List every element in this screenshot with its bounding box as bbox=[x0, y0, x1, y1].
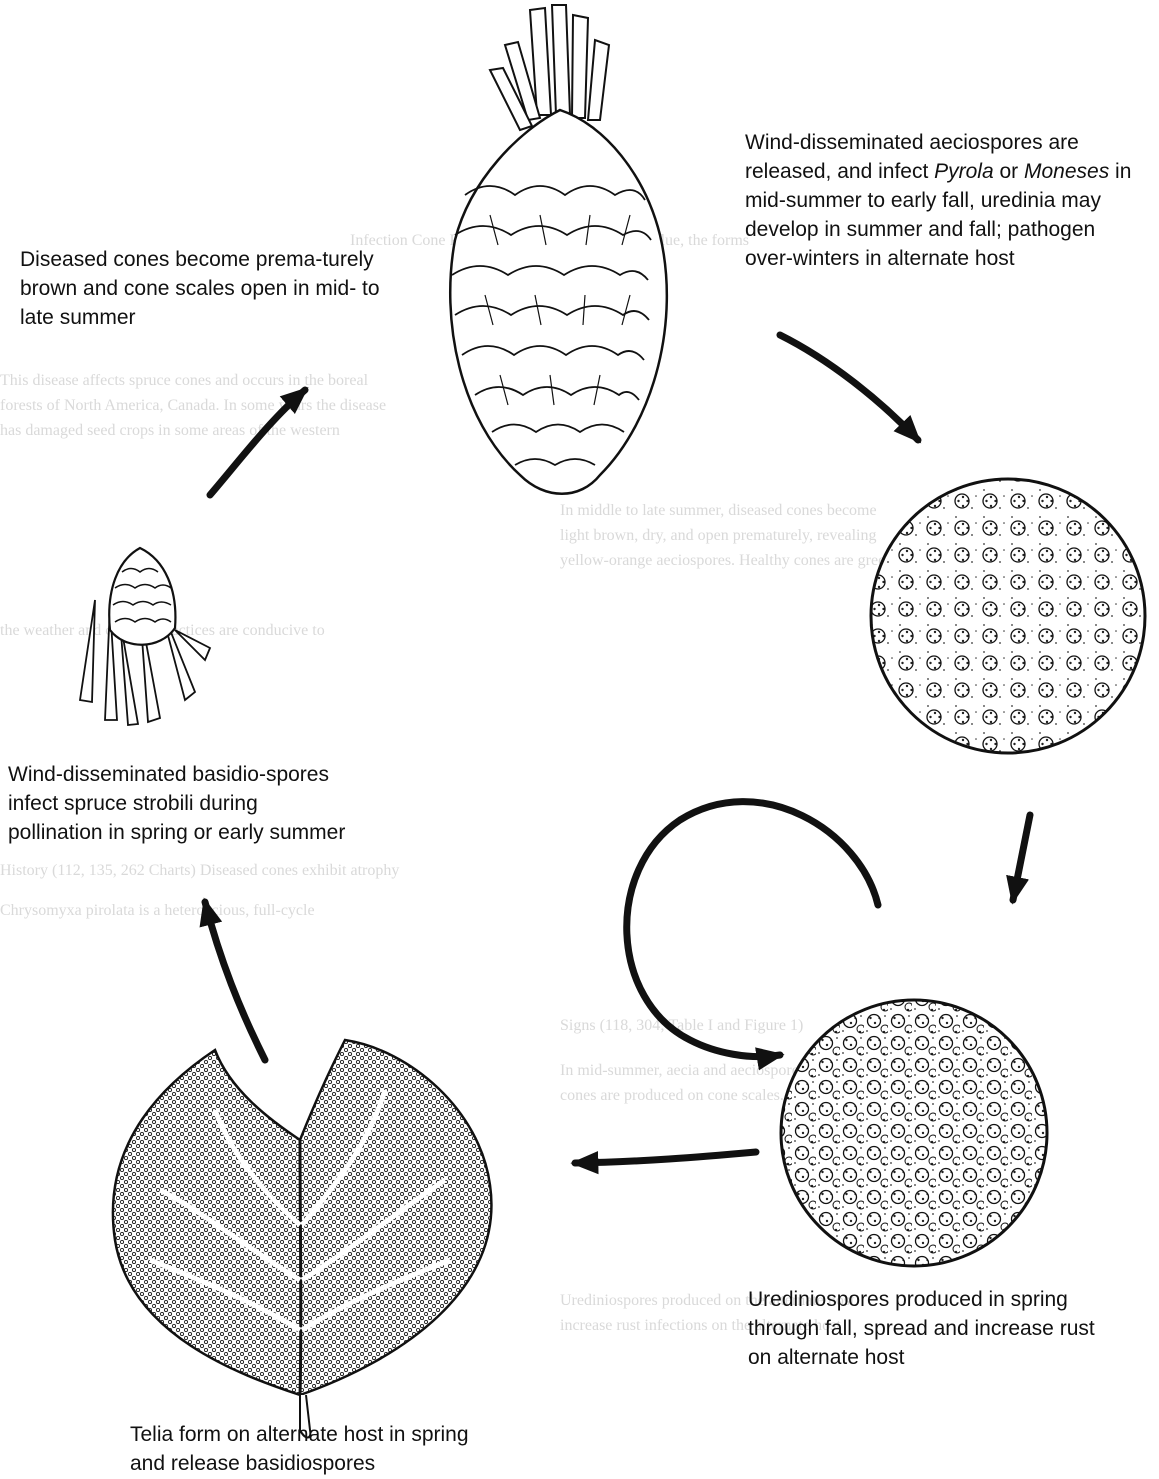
young-strobilus-icon bbox=[80, 548, 210, 725]
cycle-arrow-icon bbox=[627, 802, 878, 1057]
uredinia-circle-icon bbox=[781, 1000, 1047, 1266]
arrow-icon bbox=[1013, 815, 1030, 900]
arrow-icon bbox=[575, 1152, 756, 1163]
telia-caption: Telia form on alternate host in spring a… bbox=[130, 1420, 505, 1478]
urediniospore-caption: Urediniospores produced in spring throug… bbox=[748, 1285, 1108, 1372]
cone-caption: Diseased cones become prema-turely brown… bbox=[20, 245, 395, 332]
aeciospore-caption: Wind-disseminated aeciospores are releas… bbox=[745, 128, 1140, 273]
arrow-icon bbox=[205, 902, 265, 1060]
arrow-icon bbox=[780, 335, 918, 440]
mature-cone-icon bbox=[450, 5, 667, 494]
aecia-circle-icon bbox=[871, 479, 1145, 753]
basidiospore-caption: Wind-disseminated basidio-spores infect … bbox=[8, 760, 348, 847]
infected-leaf-icon bbox=[113, 1040, 492, 1438]
arrow-icon bbox=[210, 390, 305, 495]
